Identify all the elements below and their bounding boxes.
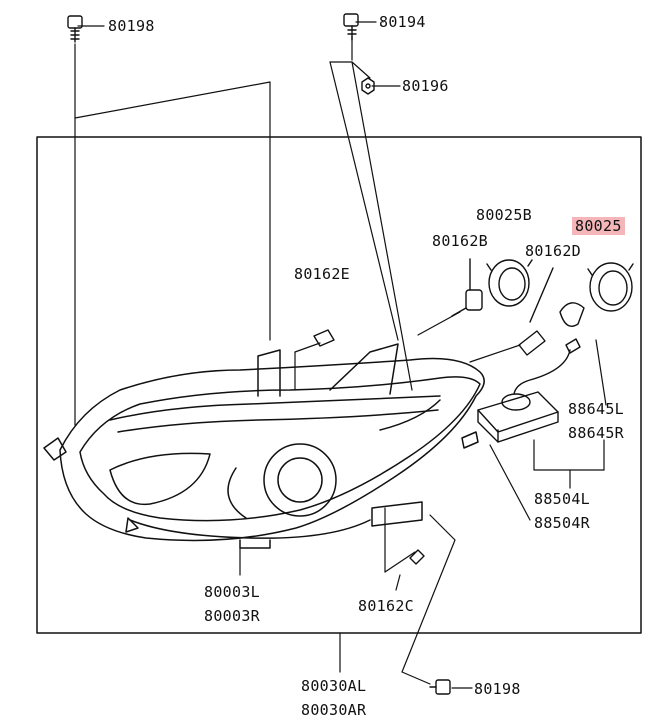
nut-icon xyxy=(361,77,375,95)
part-label: 88645R xyxy=(568,424,624,442)
bulb-icon xyxy=(451,258,483,317)
hid-igniter-icon xyxy=(513,302,585,395)
part-label: 80196 xyxy=(402,77,449,95)
part-label: 80003R xyxy=(204,607,260,625)
leader-lines xyxy=(74,21,607,689)
part-label: 80025B xyxy=(476,206,532,224)
retaining-ring-icon xyxy=(486,259,533,307)
bulb-icon xyxy=(518,267,554,356)
bulb-icon xyxy=(409,549,425,565)
part-label: 80030AL xyxy=(301,677,367,695)
part-label-highlighted[interactable]: 80025 xyxy=(572,217,625,235)
part-label: 80194 xyxy=(379,13,426,31)
part-label: 80162E xyxy=(294,265,350,283)
part-label: 88504L xyxy=(534,490,590,508)
part-label: 80162B xyxy=(432,232,488,250)
headlamp-assembly-icon xyxy=(43,343,485,549)
ballast-icon xyxy=(477,391,559,443)
part-label: 80162C xyxy=(358,597,414,615)
part-label: 80162D xyxy=(525,242,581,260)
assembly-frame xyxy=(36,136,642,634)
bolt-icon xyxy=(429,679,451,695)
part-label: 80003L xyxy=(204,583,260,601)
bolt-icon xyxy=(343,13,359,41)
retaining-ring-icon xyxy=(587,262,634,312)
bulb-icon xyxy=(313,329,335,347)
part-label: 80198 xyxy=(474,680,521,698)
bolt-icon xyxy=(67,15,83,43)
part-label: 88645L xyxy=(568,400,624,418)
part-label: 80030AR xyxy=(301,701,367,719)
part-label: 80198 xyxy=(108,17,155,35)
part-label: 88504R xyxy=(534,514,590,532)
